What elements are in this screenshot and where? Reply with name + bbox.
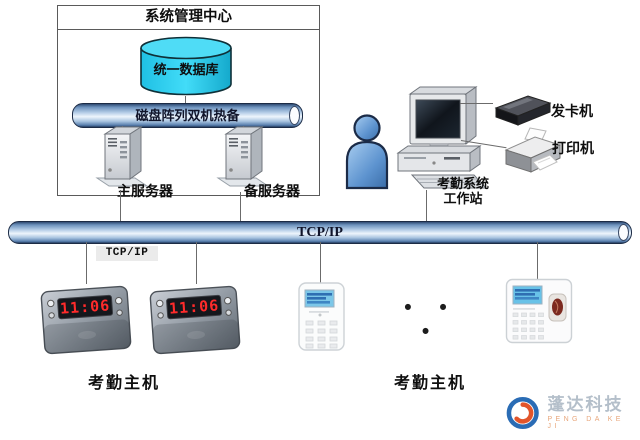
- tcpip-backbone-pipe: TCP/IP: [8, 221, 632, 244]
- workstation-computer-icon: [396, 86, 486, 189]
- connector-line-primary-backbone: [120, 190, 121, 221]
- pipe-end-cap: [289, 106, 300, 125]
- database-cylinder-icon: [140, 36, 232, 96]
- logo-circle-icon: [506, 396, 539, 430]
- disk-array-pipe: 磁盘阵列双机热备: [72, 103, 303, 128]
- card-issuer-icon: [494, 95, 552, 126]
- workstation-label-line1: 考勤系统: [436, 176, 489, 191]
- card-reader-terminal-icon: [298, 282, 345, 351]
- tcpip-backbone-label: TCP/IP: [297, 225, 343, 240]
- connector-line-workstation-backbone: [426, 190, 427, 221]
- backup-server-label: 备服务器: [244, 183, 300, 199]
- primary-server-tower-icon: [95, 126, 149, 187]
- attendance-host-label-left: 考勤主机: [87, 375, 160, 392]
- database-label: 统一数据库: [153, 62, 219, 77]
- clock-led-display: 11:06: [168, 296, 219, 317]
- connector-line-backup-backbone: [240, 192, 241, 221]
- primary-server-label: 主服务器: [117, 183, 173, 199]
- connector-line-fingerprint: [537, 242, 538, 279]
- connector-line-db-to-array: [185, 96, 186, 104]
- printer-label: 打印机: [552, 140, 594, 156]
- person-icon: [345, 114, 389, 190]
- pipe-end-cap: [618, 224, 629, 241]
- logo-text-block: 蓬达科技 PENG DA KE JI: [547, 395, 640, 431]
- printer-icon: [504, 127, 562, 173]
- attendance-host-label-right: 考勤主机: [393, 375, 466, 392]
- connector-line-card-reader: [320, 242, 321, 283]
- clock-led-display: 11:06: [59, 296, 110, 317]
- fingerprint-terminal-icon: [505, 278, 573, 344]
- management-center-box: 系统管理中心: [57, 5, 320, 196]
- logo-name-en: PENG DA KE JI: [547, 416, 624, 430]
- backup-server-tower-icon: [216, 126, 270, 187]
- logo-name-cn: 蓬达科技: [547, 395, 624, 414]
- watermark-logo: 蓬达科技 PENG DA KE JI: [505, 395, 640, 431]
- connector-line-card-issuer: [460, 103, 493, 104]
- attendance-clock-icon: 11:06: [40, 285, 132, 355]
- workstation-label-line2: 工作站: [443, 191, 483, 206]
- connector-line-clock1: [86, 242, 87, 284]
- disk-array-label: 磁盘阵列双机热备: [135, 108, 240, 123]
- attendance-clock-icon: 11:06: [149, 285, 241, 355]
- ellipsis-dots: • • •: [404, 296, 458, 343]
- tcpip-branch-label: TCP/IP: [96, 246, 158, 261]
- management-center-title: 系统管理中心: [58, 6, 319, 30]
- card-issuer-label: 发卡机: [551, 103, 593, 119]
- workstation-label: 考勤系统 工作站: [425, 176, 501, 206]
- connector-line-clock2: [196, 242, 197, 284]
